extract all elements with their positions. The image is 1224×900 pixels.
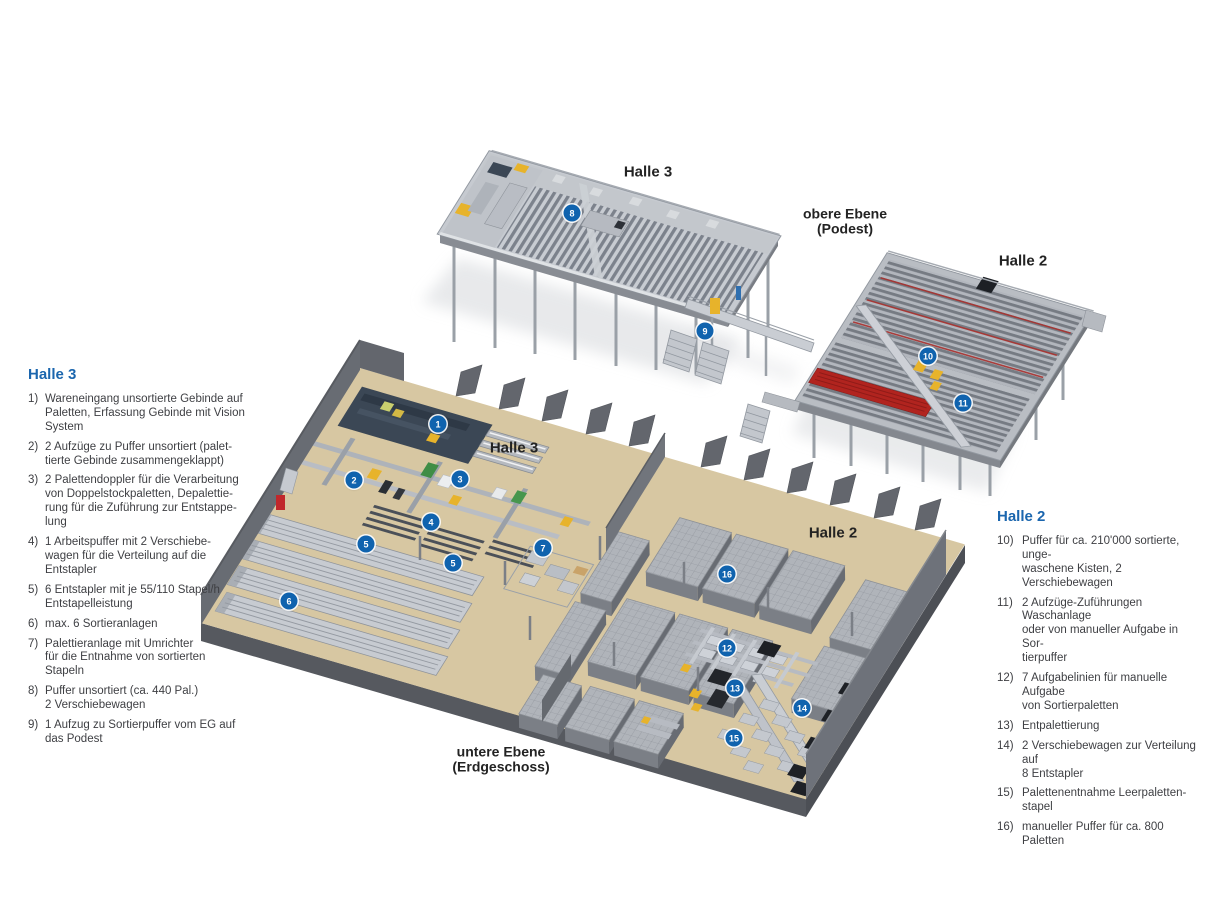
sorter-banks xyxy=(214,512,485,676)
stairs xyxy=(739,403,771,444)
legend-halle2-title: Halle 2 xyxy=(997,508,1046,525)
number-marker: 13 xyxy=(726,679,744,697)
legend-item: 7) Palettieranlage mit Umrichter für die… xyxy=(28,637,206,678)
legend-item: 2) 2 Aufzüge zu Puffer unsortiert (palet… xyxy=(28,440,233,467)
wall-stairs xyxy=(279,467,299,495)
number-marker: 2 xyxy=(345,471,363,489)
podium-level xyxy=(436,149,1107,496)
legend-item: 8) Puffer unsortiert (ca. 440 Pal.) 2 Ve… xyxy=(28,685,199,712)
legend-item: 1) Wareneingang unsortierte Gebinde auf … xyxy=(28,392,245,433)
palletizer xyxy=(502,545,595,608)
pallet-buffer-blocks xyxy=(518,517,920,769)
legend-item: 11) 2 Aufzüge-Zuführungen Waschanlage od… xyxy=(997,596,1178,665)
columns xyxy=(418,536,854,691)
halle3-platform xyxy=(436,149,782,374)
number-marker: 1 xyxy=(429,415,447,433)
label-halle2-upper: Halle 2 xyxy=(998,252,1048,270)
number-marker: 11 xyxy=(954,394,972,412)
fire-cabinet xyxy=(276,495,285,510)
number-marker: 4 xyxy=(422,513,440,531)
cross-conveyor xyxy=(855,304,972,448)
halle2-platform xyxy=(739,250,1107,496)
platform-legs xyxy=(812,357,1065,496)
sort-buffer-lanes xyxy=(840,259,1084,395)
floor-plane xyxy=(201,368,965,800)
number-marker: 16 xyxy=(718,565,736,583)
label-halle2-lower: Halle 2 xyxy=(808,524,858,542)
number-marker: 6 xyxy=(280,592,298,610)
floor-edge-front xyxy=(201,623,806,817)
legend-item: 6) max. 6 Sortieranlagen xyxy=(28,617,158,630)
legend-item: 16) manueller Puffer für ca. 800 Palette… xyxy=(997,821,1164,848)
number-marker: 7 xyxy=(534,539,552,557)
lift-cab xyxy=(710,298,720,314)
legend-item: 14) 2 Verschiebewagen zur Verteilung auf… xyxy=(997,739,1196,780)
ground-floor xyxy=(200,339,965,817)
legend-item: 5) 6 Entstapler mit je 55/110 Stapel/h E… xyxy=(28,583,220,610)
divider-wall xyxy=(606,433,665,552)
legend-halle3: Halle 3 1) Wareneingang unsortierte Gebi… xyxy=(28,366,260,753)
red-buffer xyxy=(808,367,936,417)
number-marker: 5 xyxy=(444,554,462,572)
legend-item: 4) 1 Arbeitspuffer mit 2 Verschiebe- wag… xyxy=(28,536,211,576)
number-marker: 15 xyxy=(725,729,743,747)
legend-halle3-title: Halle 3 xyxy=(28,366,77,383)
label-halle3-lower: Halle 3 xyxy=(489,439,539,457)
label-halle3-upper: Halle 3 xyxy=(623,163,673,181)
number-marker: 5 xyxy=(357,535,375,553)
perimeter-walls xyxy=(200,339,947,799)
number-marker: 8 xyxy=(563,204,581,222)
number-marker: 14 xyxy=(793,699,811,717)
legend-item: 15) Palettenentnahme Leerpaletten- stape… xyxy=(997,787,1187,814)
floor-edge-right xyxy=(806,545,965,817)
number-marker: 3 xyxy=(451,470,469,488)
legend-item: 9) 1 Aufzug zu Sortierpuffer vom EG auf … xyxy=(28,719,236,745)
legend-item: 10) Puffer für ca. 210'000 sortierte, un… xyxy=(997,534,1180,589)
legend-item: 13) Entpalettierung xyxy=(997,719,1100,732)
bridge xyxy=(662,286,815,385)
label-upper-level: obere Ebene (Podest) xyxy=(802,205,888,236)
number-marker: 12 xyxy=(718,639,736,657)
legend-item: 12) 7 Aufgabelinien für manuelle Aufgabe… xyxy=(997,672,1168,712)
pallet-stacks xyxy=(361,504,542,569)
number-marker: 9 xyxy=(696,322,714,340)
label-lower-level: untere Ebene (Erdgeschoss) xyxy=(452,743,550,774)
legend-halle2: Halle 2 10) Puffer für ca. 210'000 sorti… xyxy=(997,508,1202,855)
number-marker: 10 xyxy=(919,347,937,365)
legend-halle3-items: 1) Wareneingang unsortierte Gebinde auf … xyxy=(28,393,260,747)
legend-halle2-items: 10) Puffer für ca. 210'000 sortierte, un… xyxy=(997,535,1202,849)
legend-item: 3) 2 Palettendoppler für die Verarbeitun… xyxy=(28,474,239,529)
